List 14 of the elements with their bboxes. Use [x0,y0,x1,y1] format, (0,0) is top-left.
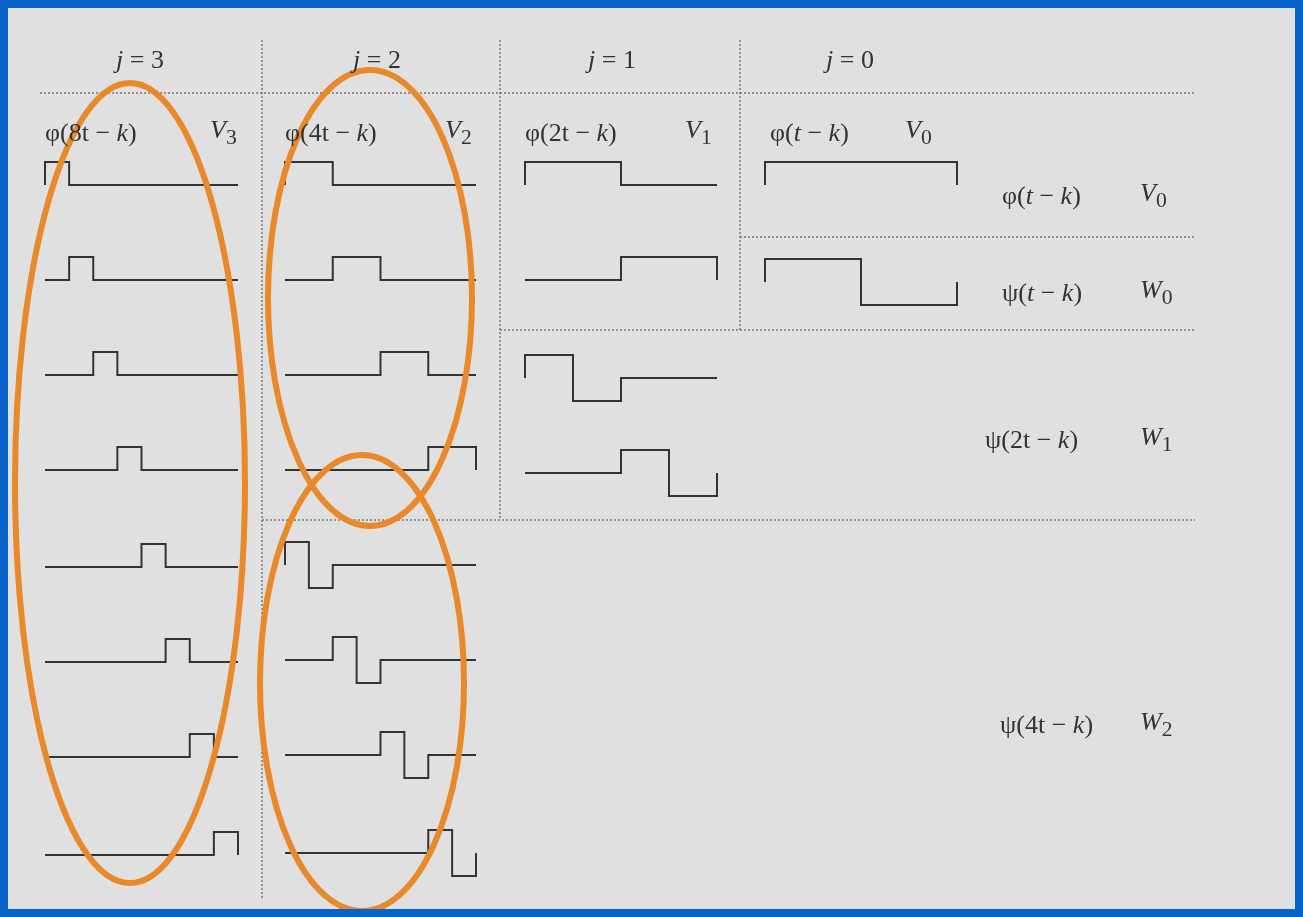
function-label: φ(t − k) [1002,181,1081,211]
subspace-label: W$_{0}$ [1140,276,1173,310]
subspace-label: V$_{1}$ [685,116,712,150]
function-label: φ(t − k) [770,118,849,148]
subspace-label: W$_{2}$ [1140,708,1173,742]
subspace-label: V$_{0}$ [1140,179,1167,213]
subspace-label: V$_{2}$ [445,116,472,150]
function-label: ψ(2t − k) [985,425,1079,455]
subspace-label: W$_{1}$ [1140,423,1173,457]
subspace-label: V$_{3}$ [210,116,237,150]
function-label: φ(2t − k) [525,118,617,148]
subspace-label: V$_{0}$ [905,116,932,150]
function-label: ψ(t − k) [1002,278,1083,308]
function-label: ψ(4t − k) [1000,710,1094,740]
